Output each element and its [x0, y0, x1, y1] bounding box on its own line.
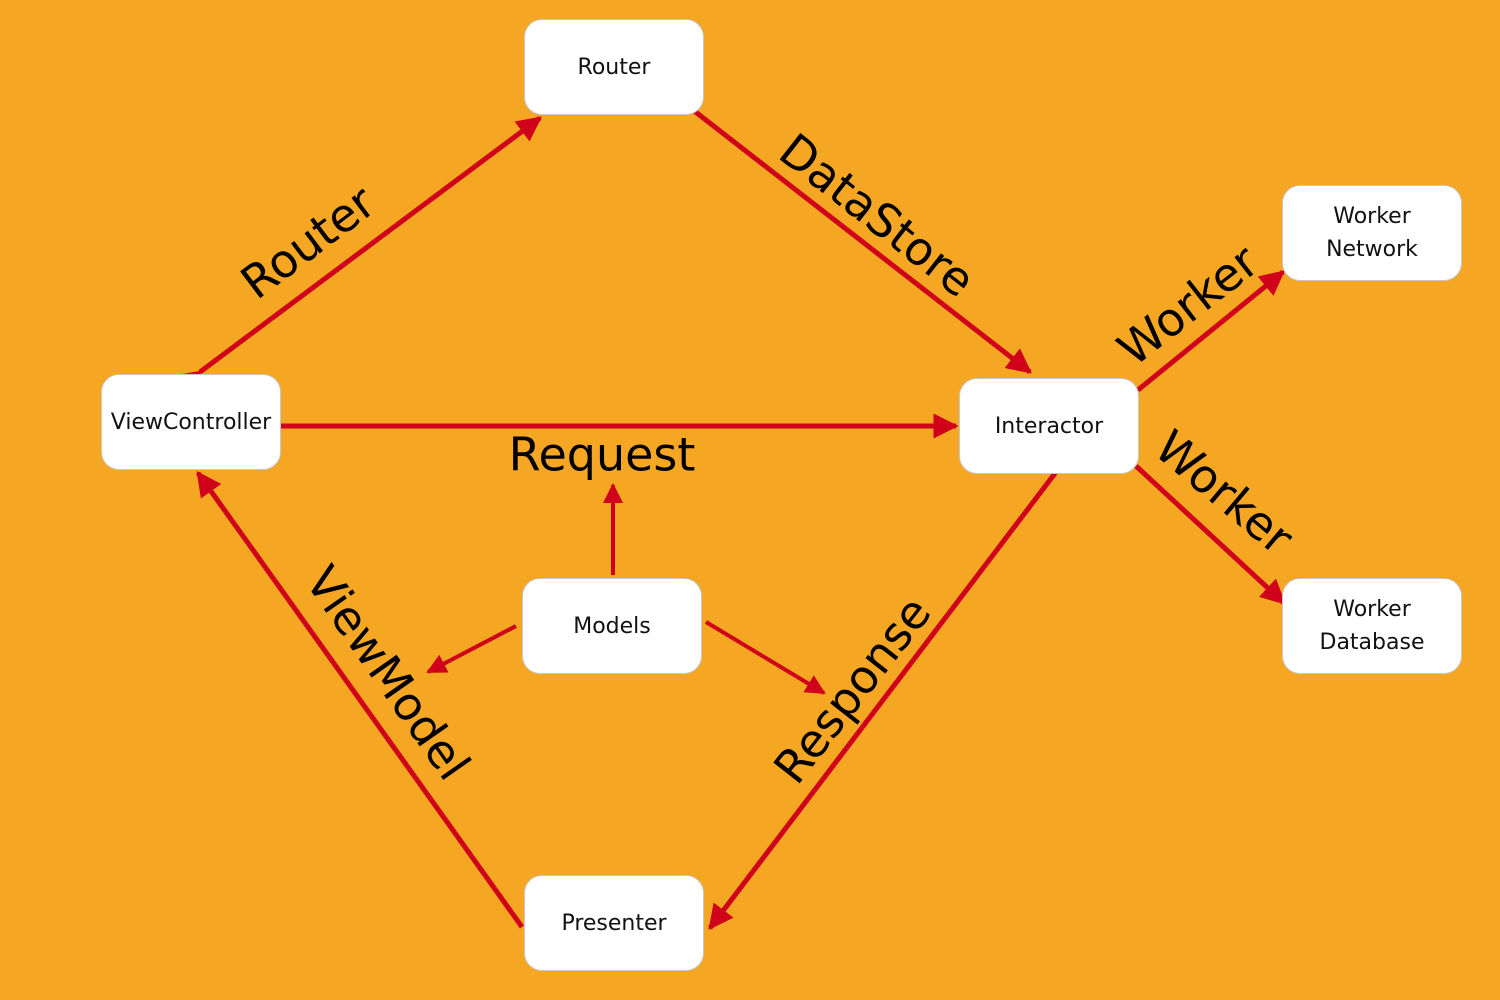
edge-label-datastore: DataStore [769, 123, 985, 308]
node-router-label: Router [577, 54, 651, 80]
node-worker-database[interactable]: Worker Database [1282, 578, 1462, 674]
node-worker-network[interactable]: Worker Network [1282, 185, 1462, 281]
edge-interactor-to-presenter [708, 470, 1058, 930]
edge-models-to-response [704, 620, 826, 695]
edge-presenter-to-viewcontroller [195, 470, 525, 929]
node-worker-network-line2: Network [1326, 237, 1418, 262]
node-viewcontroller[interactable]: ViewController [101, 374, 281, 470]
node-interactor-label: Interactor [994, 413, 1104, 439]
node-presenter[interactable]: Presenter [524, 875, 704, 971]
edge-label-worker-bottom: Worker [1145, 420, 1304, 566]
node-router[interactable]: Router [524, 19, 704, 115]
node-interactor[interactable]: Interactor [959, 378, 1139, 474]
node-worker-database-line2: Database [1319, 630, 1425, 655]
edge-label-request: Request [509, 428, 696, 482]
node-models[interactable]: Models [522, 578, 702, 674]
edge-router-to-interactor [691, 108, 1032, 374]
edge-interactor-to-worker-database [1134, 464, 1286, 605]
node-presenter-label: Presenter [561, 910, 667, 936]
edge-viewcontroller-to-router [174, 115, 543, 396]
node-worker-network-line1: Worker [1333, 204, 1411, 229]
node-viewcontroller-label: ViewController [110, 409, 272, 435]
edge-models-to-viewmodel [426, 624, 517, 674]
node-worker-database-line1: Worker [1333, 597, 1411, 622]
edge-interactor-to-worker-network [1136, 270, 1285, 392]
edge-label-viewmodel: ViewModel [295, 556, 481, 790]
edge-label-response: Response [763, 586, 942, 793]
node-models-label: Models [573, 613, 651, 639]
